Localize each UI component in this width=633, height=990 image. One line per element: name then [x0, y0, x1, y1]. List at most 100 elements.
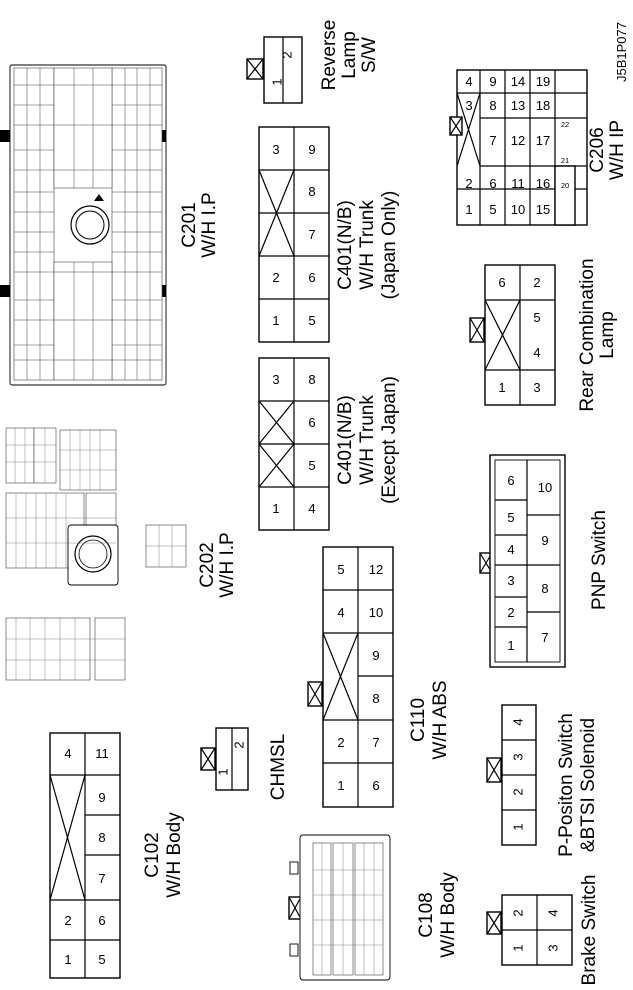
svg-text:W/H Trunk: W/H Trunk	[357, 200, 378, 290]
svg-text:4: 4	[545, 909, 560, 916]
pnp-label: PNP Switch	[589, 510, 610, 610]
svg-text:1: 1	[510, 944, 525, 951]
svg-text:6: 6	[98, 913, 105, 928]
svg-text:14: 14	[511, 74, 525, 89]
pnp-connector: 1 2 3 4 5 6 7 8 9 10	[479, 454, 566, 668]
svg-text:6: 6	[308, 270, 315, 285]
svg-text:5: 5	[489, 202, 496, 217]
svg-text:16: 16	[536, 176, 550, 191]
c206-connector: 1 2 3 4 5 6 7 8 9 10 11 12 13 14 15 16 1…	[449, 69, 588, 226]
c102-label: C102 W/H Body	[142, 812, 185, 898]
svg-text:3: 3	[533, 380, 540, 395]
svg-text:2: 2	[510, 788, 525, 795]
c401-except-connector: 1 2 3 4 4 5 6 8	[258, 357, 330, 531]
svg-text:1: 1	[498, 380, 505, 395]
svg-text:C401(N/B): C401(N/B)	[335, 395, 356, 485]
svg-text:3: 3	[465, 98, 472, 113]
svg-text:1: 1	[507, 638, 514, 653]
svg-text:Lamp: Lamp	[597, 311, 618, 359]
p-position-label: P-Positon Switch &BTSI Solenoid	[556, 713, 599, 857]
svg-text:C110: C110	[408, 698, 429, 742]
drawing-code: J5B1P077	[614, 22, 629, 82]
svg-text:W/H I.P: W/H I.P	[199, 192, 220, 257]
svg-text:3: 3	[545, 944, 560, 951]
svg-text:2: 2	[64, 913, 71, 928]
svg-text:J5B1P077: J5B1P077	[614, 22, 629, 82]
c110-label: C110 W/H ABS	[408, 680, 451, 759]
svg-text:6: 6	[372, 778, 379, 793]
c108-connector	[288, 834, 391, 981]
svg-text:9: 9	[98, 790, 105, 805]
svg-text:2: 2	[507, 605, 514, 620]
svg-text:4: 4	[308, 501, 315, 516]
rear-combination-label: Rear Combination Lamp	[577, 258, 618, 411]
svg-text:(Execpt Japan): (Execpt Japan)	[379, 376, 400, 504]
svg-text:7: 7	[98, 871, 105, 886]
svg-text:4: 4	[507, 542, 514, 557]
svg-text:4: 4	[510, 718, 525, 725]
svg-text:2: 2	[510, 909, 525, 916]
svg-text:8: 8	[308, 184, 315, 199]
svg-text:8: 8	[372, 691, 379, 706]
svg-text:7: 7	[372, 735, 379, 750]
svg-text:11: 11	[95, 746, 109, 761]
svg-text:12: 12	[369, 562, 383, 577]
svg-text:10: 10	[511, 202, 525, 217]
svg-text:15: 15	[536, 202, 550, 217]
svg-text:18: 18	[536, 98, 550, 113]
brake-switch-connector: 1 2 3 4	[486, 894, 573, 966]
svg-text:C201: C201	[179, 202, 200, 247]
svg-text:3: 3	[272, 372, 279, 387]
chmsl-label: CHMSL	[268, 734, 289, 801]
svg-text:W/H IP: W/H IP	[607, 120, 628, 180]
svg-text:2: 2	[337, 735, 344, 750]
svg-text:5: 5	[337, 562, 344, 577]
svg-text:6: 6	[498, 275, 505, 290]
svg-text:22: 22	[561, 120, 569, 129]
svg-text:Reverse: Reverse	[319, 20, 340, 91]
svg-text:&BTSI Solenoid: &BTSI Solenoid	[578, 718, 599, 852]
svg-text:7: 7	[489, 133, 496, 148]
rear-combination-connector: 1 2 3 4 5 6	[469, 264, 556, 406]
svg-text:C102: C102	[142, 832, 163, 877]
svg-text:W/H ABS: W/H ABS	[430, 680, 451, 759]
svg-text:CHMSL: CHMSL	[268, 734, 289, 801]
svg-text:9: 9	[308, 142, 315, 157]
svg-text:W/H I.P: W/H I.P	[217, 532, 238, 597]
svg-text:2: 2	[465, 176, 472, 191]
c102-connector: 1 2 4 5 6 7 8 9 11	[49, 732, 121, 979]
svg-text:1: 1	[272, 313, 279, 328]
svg-text:4: 4	[337, 605, 344, 620]
svg-text:9: 9	[489, 74, 496, 89]
svg-text:6: 6	[308, 415, 315, 430]
reverse-lamp-label: Reverse Lamp S/W	[319, 20, 380, 91]
svg-text:W/H Body: W/H Body	[164, 812, 185, 898]
svg-text:Brake Switch: Brake Switch	[579, 875, 600, 986]
c201-label: C201 W/H I.P	[179, 192, 220, 257]
svg-text:P-Positon Switch: P-Positon Switch	[556, 713, 577, 857]
svg-text:1: 1	[337, 778, 344, 793]
svg-text:11: 11	[511, 176, 525, 191]
svg-text:3: 3	[510, 753, 525, 760]
c202-connector	[5, 427, 187, 681]
svg-text:10: 10	[369, 605, 383, 620]
reverse-lamp-connector: 1 2	[246, 36, 303, 104]
c401-japan-connector: 1 2 3 4 5 6 7 8 9	[258, 126, 330, 343]
c202-label: C202 W/H I.P	[197, 532, 238, 597]
svg-text:1: 1	[215, 768, 230, 775]
svg-text:13: 13	[511, 98, 525, 113]
svg-text:C401(N/B): C401(N/B)	[335, 200, 356, 290]
svg-text:3: 3	[272, 142, 279, 157]
svg-text:2: 2	[533, 275, 540, 290]
svg-text:7: 7	[541, 630, 548, 645]
c206-label: C206 W/H IP	[587, 120, 628, 180]
svg-text:C206: C206	[587, 127, 608, 172]
svg-text:(Japan Only): (Japan Only)	[379, 191, 400, 300]
svg-text:5: 5	[308, 458, 315, 473]
svg-text:5: 5	[98, 952, 105, 967]
p-position-connector: 1 2 3 4	[486, 704, 537, 846]
svg-text:10: 10	[538, 480, 552, 495]
svg-text:20: 20	[561, 181, 569, 190]
svg-text:7: 7	[308, 227, 315, 242]
brake-switch-label: Brake Switch	[579, 875, 600, 986]
